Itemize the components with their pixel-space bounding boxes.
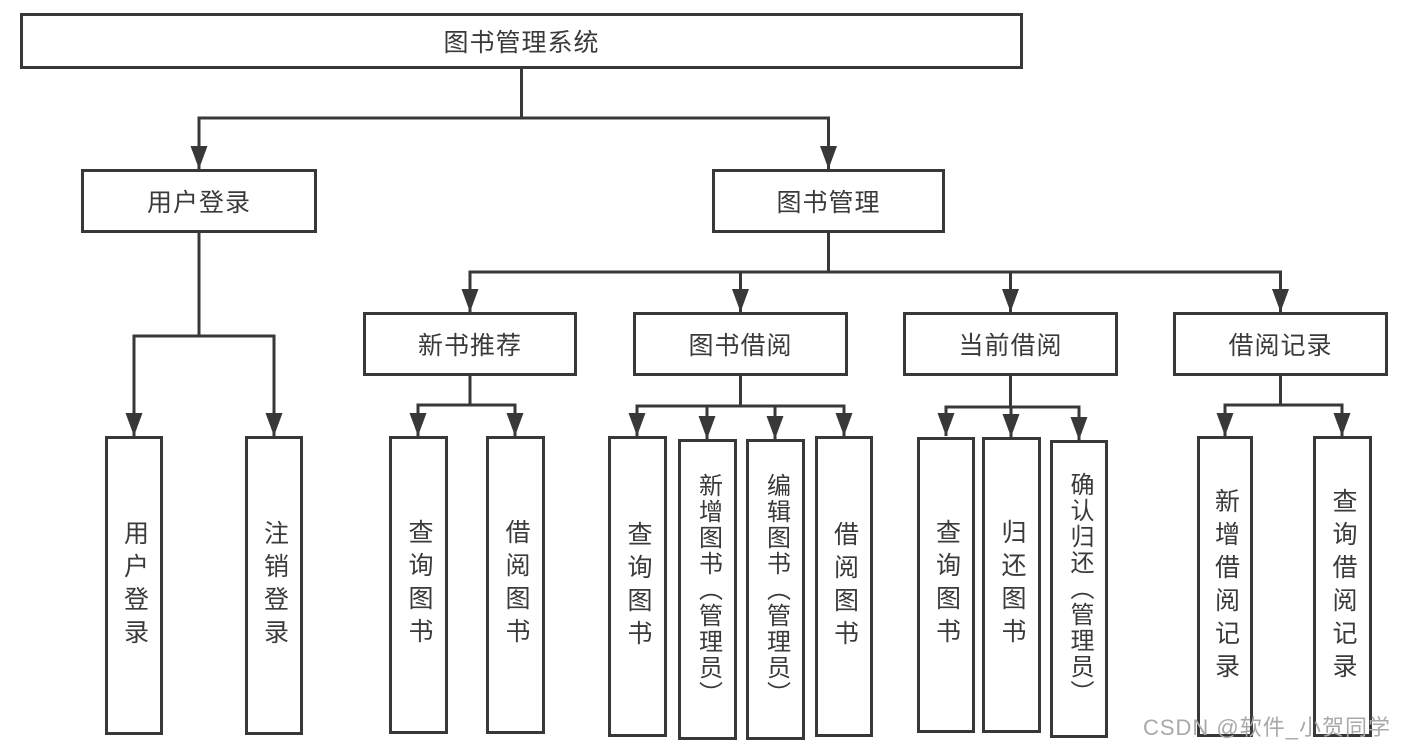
arrow-down-icon	[835, 413, 853, 436]
node-root: 图书管理系统	[20, 13, 1023, 69]
arrow-down-icon	[937, 413, 955, 436]
connector-lines	[132, 69, 1344, 440]
leaf-label: 查询图书	[405, 519, 433, 651]
leaf-edit-books-admin: 编辑图书（管理员）	[746, 439, 805, 740]
arrow-down-icon	[1272, 289, 1289, 312]
leaf-logout: 注销登录	[245, 436, 303, 735]
arrow-down-icon	[265, 413, 283, 436]
arrow-down-icon	[1002, 289, 1019, 312]
node-user-login: 用户登录	[81, 169, 317, 233]
leaf-label: 查询借阅记录	[1329, 487, 1357, 686]
arrow-down-icon	[820, 146, 837, 169]
leaf-return-books: 归还图书	[982, 437, 1041, 733]
leaf-label: 归还图书	[998, 519, 1026, 651]
node-label: 新书推荐	[417, 332, 522, 360]
leaf-add-books-admin: 新增图书（管理员）	[678, 439, 737, 740]
leaf-query-books: 查询图书	[389, 436, 448, 734]
leaf-label: 用户登录	[120, 519, 149, 652]
leaf-label: 借阅图书	[502, 519, 530, 651]
leaf-label: 查询图书	[932, 519, 961, 651]
arrow-down-icon	[409, 413, 427, 436]
arrow-down-icon	[461, 289, 479, 312]
leaf-borrow-books: 借阅图书	[815, 436, 873, 737]
node-label: 图书管理	[776, 189, 881, 217]
leaf-label: 确认归还（管理员）	[1066, 472, 1093, 706]
leaf-label: 查询图书	[624, 520, 652, 653]
node-label: 借阅记录	[1228, 332, 1333, 360]
node-book-management: 图书管理	[712, 169, 945, 233]
arrow-down-icon	[628, 413, 646, 436]
leaf-label: 新增图书（管理员）	[694, 472, 722, 707]
node-label: 用户登录	[146, 189, 251, 217]
node-borrow-record: 借阅记录	[1173, 312, 1388, 376]
leaf-label: 借阅图书	[830, 520, 859, 653]
arrow-down-icon	[1333, 413, 1351, 436]
arrow-down-icon	[1216, 413, 1234, 436]
arrow-down-icon	[698, 416, 716, 439]
arrow-down-icon	[732, 289, 749, 312]
leaf-label: 编辑图书（管理员）	[762, 472, 790, 707]
leaf-user-login: 用户登录	[105, 436, 163, 735]
arrow-down-icon	[506, 413, 524, 436]
leaf-query-books: 查询图书	[917, 437, 975, 733]
node-root-label: 图书管理系统	[443, 29, 600, 57]
leaf-label: 新增借阅记录	[1211, 487, 1240, 686]
leaf-query-books: 查询图书	[608, 436, 667, 737]
arrowheads	[125, 146, 1351, 440]
arrow-down-icon	[766, 416, 784, 439]
leaf-query-borrow-record: 查询借阅记录	[1313, 436, 1372, 737]
arrow-down-icon	[125, 413, 143, 436]
csdn-watermark: CSDN @软件_小贺同学	[1142, 715, 1391, 740]
leaf-borrow-books: 借阅图书	[486, 436, 545, 734]
arrow-down-icon	[1070, 417, 1088, 440]
node-current-borrow: 当前借阅	[903, 312, 1118, 376]
leaf-add-borrow-record: 新增借阅记录	[1197, 436, 1253, 737]
node-label: 图书借阅	[688, 332, 793, 360]
arrow-down-icon	[190, 146, 208, 169]
node-book-borrow: 图书借阅	[633, 312, 848, 376]
node-new-book-recommend: 新书推荐	[363, 312, 577, 376]
arrow-down-icon	[1002, 414, 1020, 437]
leaf-label: 注销登录	[260, 519, 289, 652]
leaf-confirm-return-admin: 确认归还（管理员）	[1050, 440, 1108, 738]
node-label: 当前借阅	[958, 332, 1063, 360]
